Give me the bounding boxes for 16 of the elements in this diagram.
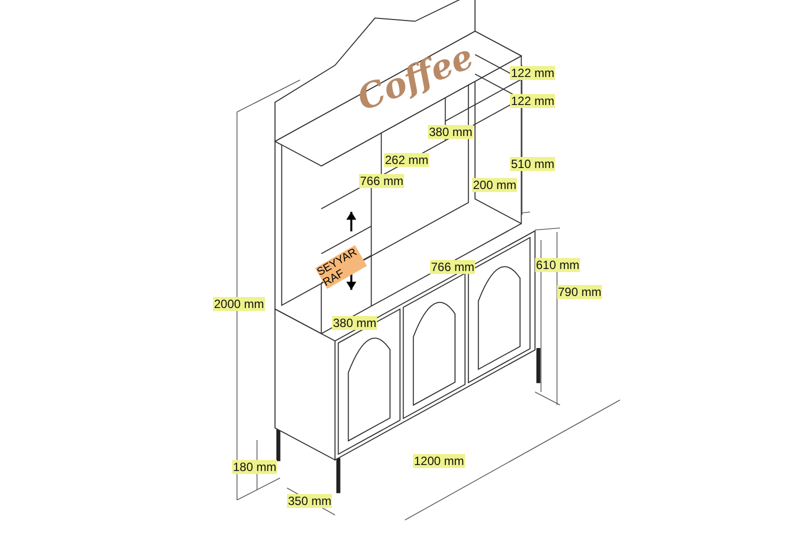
dimension-label: 766 mm bbox=[359, 174, 404, 188]
dimension-label: 180 mm bbox=[232, 460, 278, 474]
dimension-label: 200 mm bbox=[472, 178, 518, 192]
dimension-label: 350 mm bbox=[287, 494, 332, 508]
dimension-label: 2000 mm bbox=[213, 297, 266, 311]
dimension-label: 380 mm bbox=[332, 316, 378, 330]
dimension-label: 790 mm bbox=[557, 285, 602, 299]
dimension-label: 610 mm bbox=[535, 258, 580, 272]
dimension-label: 122 mm bbox=[510, 66, 556, 80]
dimension-label: 1200 mm bbox=[413, 454, 466, 468]
dimension-label: 380 mm bbox=[428, 125, 474, 139]
sign-lettering: Coffee bbox=[352, 36, 480, 120]
dimension-label: 510 mm bbox=[510, 157, 556, 171]
dimension-label: 766 mm bbox=[430, 260, 476, 274]
dimension-label: 122 mm bbox=[510, 94, 556, 108]
dimension-label: 262 mm bbox=[384, 153, 430, 167]
